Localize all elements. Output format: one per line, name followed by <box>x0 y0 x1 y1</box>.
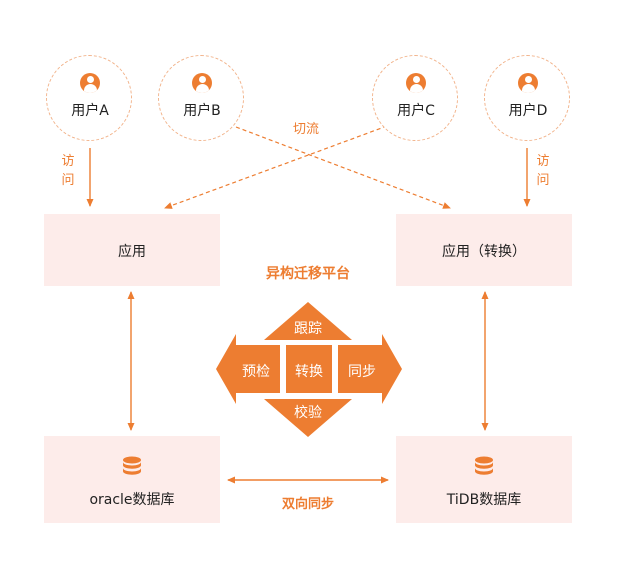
platform-right-label: 同步 <box>348 364 376 380</box>
database-icon <box>475 456 493 475</box>
user-c-label: 用户C <box>397 103 435 119</box>
db-box-right: TiDB数据库 <box>396 436 572 523</box>
bidirectional-sync-label: 双向同步 <box>281 497 334 512</box>
user-c-node: 用户C <box>372 55 458 141</box>
platform-left-label: 预检 <box>242 364 270 380</box>
access-label-left: 访 问 <box>60 152 76 190</box>
platform-title: 异构迁移平台 <box>266 266 350 282</box>
bottom-triangle <box>264 399 352 437</box>
user-b-node: 用户B <box>158 55 244 141</box>
app-right-label: 应用（转换） <box>442 244 526 260</box>
user-icon <box>406 73 426 93</box>
center-rect <box>286 345 332 393</box>
app-box-left: 应用 <box>44 214 220 286</box>
user-d-node: 用户D <box>484 55 570 141</box>
top-triangle <box>264 302 352 340</box>
db-left-label: oracle数据库 <box>89 492 175 508</box>
switch-arrow-c-to-left <box>164 125 388 209</box>
user-icon <box>192 73 212 93</box>
platform-bottom-label: 校验 <box>294 405 322 421</box>
user-a-label: 用户A <box>71 103 109 119</box>
switch-arrow-b-to-right <box>235 126 451 209</box>
platform-center-label: 转换 <box>295 364 323 380</box>
access-right-char-1: 访 <box>536 154 550 169</box>
platform-top-label: 跟踪 <box>294 321 322 337</box>
switch-label: 切流 <box>293 122 320 137</box>
access-left-char-1: 访 <box>61 154 75 169</box>
db-right-label: TiDB数据库 <box>446 492 522 508</box>
access-label-right: 访 问 <box>535 152 551 190</box>
user-icon <box>80 73 100 93</box>
access-right-char-2: 问 <box>536 173 550 188</box>
user-icon <box>518 73 538 93</box>
left-arrow-shape <box>216 334 280 404</box>
user-a-node: 用户A <box>46 55 132 141</box>
app-box-right: 应用（转换） <box>396 214 572 286</box>
user-b-label: 用户B <box>183 103 221 119</box>
access-left-char-2: 问 <box>61 173 75 188</box>
app-left-label: 应用 <box>118 244 146 260</box>
database-icon <box>123 456 141 475</box>
db-box-left: oracle数据库 <box>44 436 220 523</box>
user-d-label: 用户D <box>508 103 548 119</box>
right-arrow-shape <box>338 334 402 404</box>
